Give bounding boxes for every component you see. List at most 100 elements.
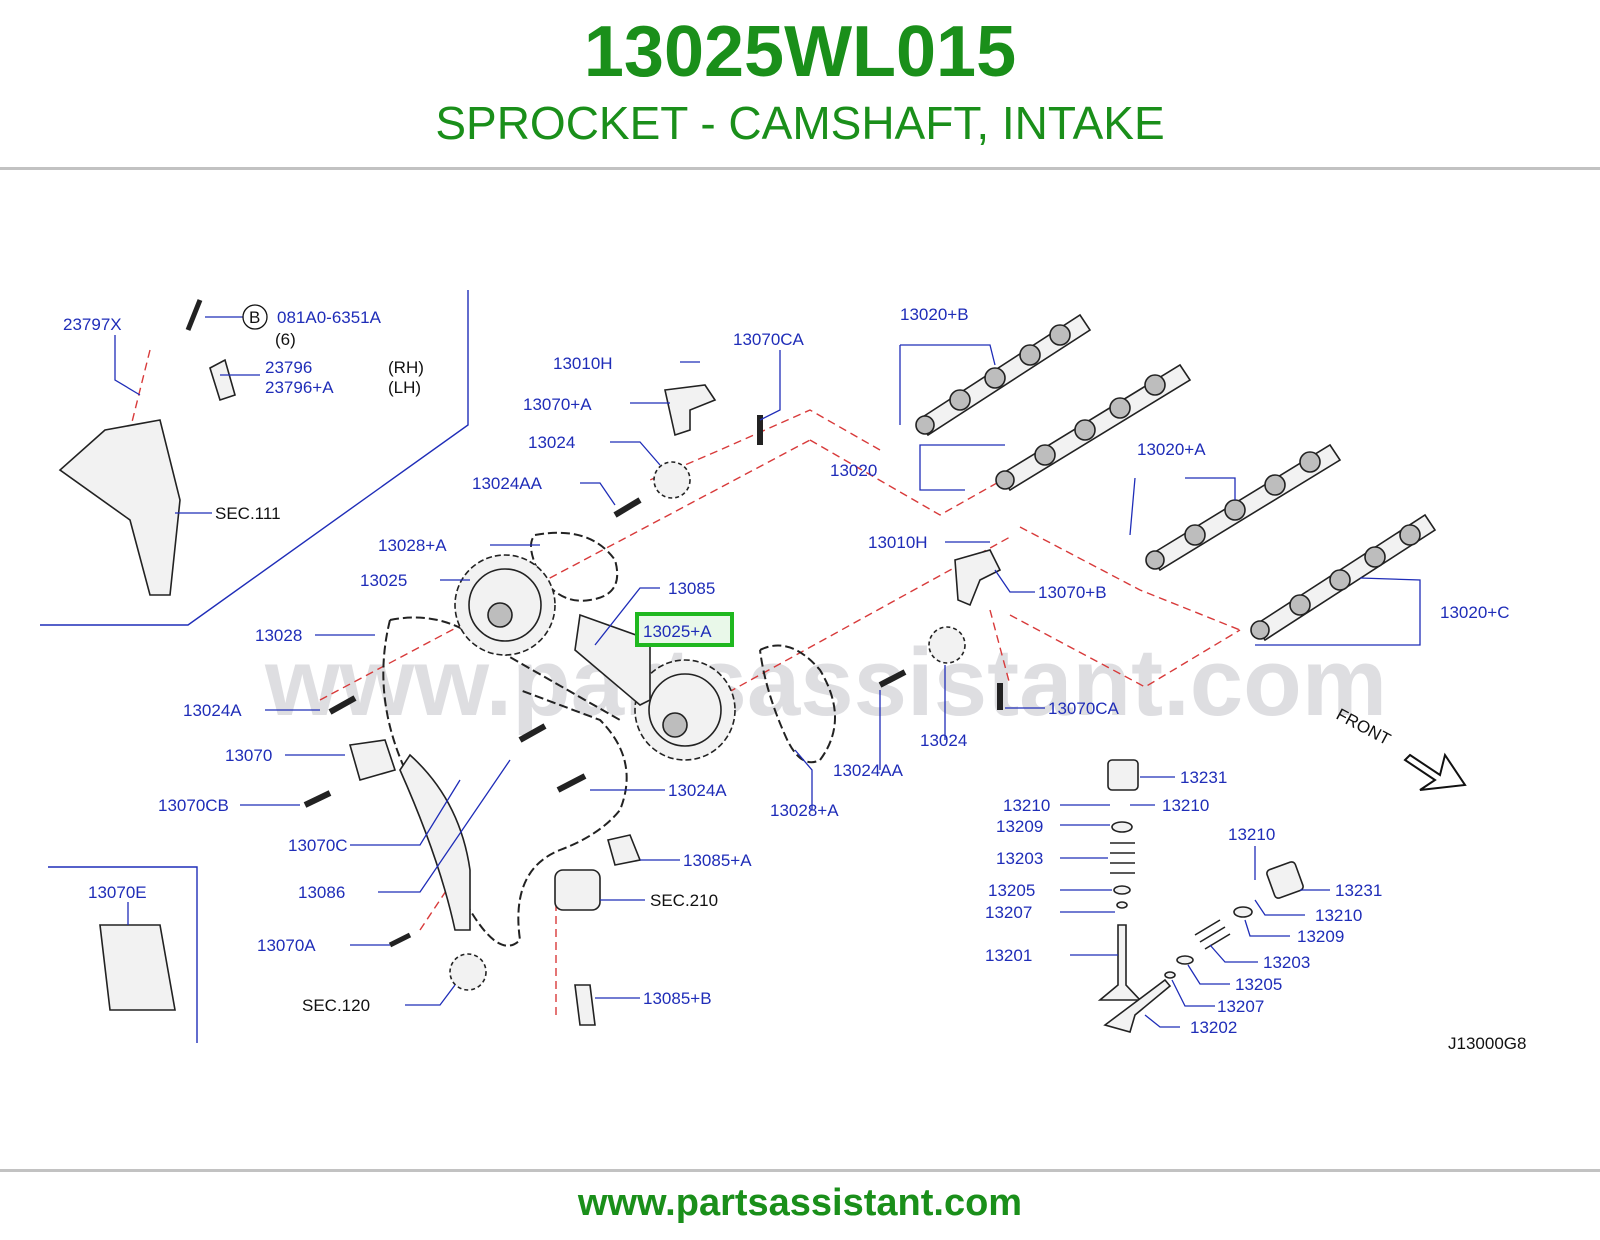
oil-valve-13070b xyxy=(954,549,1002,607)
label-13070: 13070 xyxy=(225,746,272,765)
label-13025: 13025 xyxy=(360,571,407,590)
label-13231-right: 13231 xyxy=(1335,881,1382,900)
seal-13207-left xyxy=(1116,901,1128,909)
bolt-13024aa-lower xyxy=(878,669,907,688)
label-13085: 13085 xyxy=(668,579,715,598)
bolt-13070a xyxy=(388,932,412,948)
highlighted-part-label[interactable]: 13025+A xyxy=(643,622,712,641)
diagram-code: J13000G8 xyxy=(1448,1034,1526,1053)
label-13010h-lower: 13010H xyxy=(868,533,928,552)
footer-url[interactable]: www.partsassistant.com xyxy=(577,1182,1023,1224)
label-13202: 13202 xyxy=(1190,1018,1237,1037)
camshafts xyxy=(915,313,1437,642)
label-13070c: 13070C xyxy=(288,836,348,855)
label-13070ca-lower: 13070CA xyxy=(1048,699,1120,718)
valve-13202 xyxy=(1103,978,1172,1033)
label-13028a-lower: 13028+A xyxy=(770,801,839,820)
label-rh: (RH) xyxy=(388,358,424,377)
label-13205-left: 13205 xyxy=(988,881,1035,900)
label-13203-right: 13203 xyxy=(1263,953,1310,972)
parts-diagram: www.partsassistant.com xyxy=(40,290,1526,1053)
camshaft-13020b xyxy=(915,313,1092,437)
label-13070b: 13070+B xyxy=(1038,583,1107,602)
label-13209-right: 13209 xyxy=(1297,927,1344,946)
label-13210-left-b: 13210 xyxy=(1162,796,1209,815)
inset-frame-bottom-left xyxy=(48,866,198,1043)
front-arrow-icon xyxy=(1403,752,1467,791)
timing-chain-13028a-lower xyxy=(759,644,836,764)
camshaft-13020c xyxy=(1250,513,1437,642)
part-labels: 23797X 081A0-6351A (6) 23796 23796+A (RH… xyxy=(63,305,1526,1053)
label-13024-lower: 13024 xyxy=(920,731,967,750)
lifter-13231-right xyxy=(1266,861,1304,899)
sprocket-13025a xyxy=(634,659,736,761)
retainer-13209-right xyxy=(1233,906,1253,918)
timing-cover-sec111 xyxy=(58,419,181,596)
highlighted-part-box[interactable] xyxy=(635,612,734,647)
lifter-13231-left xyxy=(1107,759,1139,791)
label-13210-right-b: 13210 xyxy=(1315,906,1362,925)
tensioner-sec210 xyxy=(554,869,601,911)
label-sec111: SEC.111 xyxy=(215,504,281,523)
camshaft-13020 xyxy=(995,363,1192,492)
retainer-13209-left xyxy=(1111,821,1133,833)
label-081a0-qty: (6) xyxy=(275,330,296,349)
bolt-13024a-mid xyxy=(518,723,547,743)
label-sec120: SEC.120 xyxy=(302,996,370,1015)
bolt-13024a-left xyxy=(328,695,357,715)
label-sec210: SEC.210 xyxy=(650,891,718,910)
sprocket-13024-lower xyxy=(928,626,966,664)
bolt-13024aa-upper xyxy=(613,497,642,518)
label-13085a: 13085+A xyxy=(683,851,752,870)
label-13024aa-upper: 13024AA xyxy=(472,474,543,493)
sprocket-13025 xyxy=(454,554,556,656)
sprockets xyxy=(449,461,966,991)
label-13201: 13201 xyxy=(985,946,1032,965)
label-13070e: 13070E xyxy=(88,883,147,902)
label-13070a: 13070A xyxy=(257,936,316,955)
callout-circle-b xyxy=(242,304,268,330)
part-number-title: 13025WL015 xyxy=(583,12,1017,92)
bracket-13085a xyxy=(607,834,642,866)
inset-frame-top-left xyxy=(40,290,469,626)
slack-guide-13086 xyxy=(399,753,471,931)
seat-13205-left xyxy=(1113,885,1131,895)
sensor-23796 xyxy=(209,358,236,402)
bracket-13085b xyxy=(574,984,596,1026)
label-13085b: 13085+B xyxy=(643,989,712,1008)
bolt-13024a-lower xyxy=(556,773,587,793)
gasket-13070e xyxy=(99,924,176,1011)
camshaft-13020a xyxy=(1145,443,1342,572)
label-13024a-lower: 13024A xyxy=(668,781,727,800)
timing-chain-13028a-upper xyxy=(530,531,619,602)
label-13070cb: 13070CB xyxy=(158,796,229,815)
label-13209-left: 13209 xyxy=(996,817,1043,836)
label-13207-left: 13207 xyxy=(985,903,1032,922)
callout-b-letter: B xyxy=(249,308,260,327)
label-13020: 13020 xyxy=(830,461,877,480)
guides-and-bolts xyxy=(58,299,1003,1026)
label-13010h-upper: 13010H xyxy=(553,354,613,373)
label-13020c: 13020+C xyxy=(1440,603,1509,622)
label-23796: 23796 xyxy=(265,358,312,377)
label-13028a-upper: 13028+A xyxy=(378,536,447,555)
label-13210-left-a: 13210 xyxy=(1003,796,1050,815)
label-081a0-6351a: 081A0-6351A xyxy=(277,308,382,327)
crank-sprocket xyxy=(449,953,487,991)
label-13203-left: 13203 xyxy=(996,849,1043,868)
label-13070a-plus: 13070+A xyxy=(523,395,592,414)
spring-13203-left xyxy=(1110,842,1135,874)
seat-13205-right xyxy=(1176,955,1194,965)
label-13020a: 13020+A xyxy=(1137,440,1206,459)
label-13028: 13028 xyxy=(255,626,302,645)
label-13086: 13086 xyxy=(298,883,345,902)
bolt-081a0 xyxy=(185,299,203,331)
label-23797x: 23797X xyxy=(63,315,122,334)
sprocket-13024-upper xyxy=(653,461,691,499)
label-13210-right-a: 13210 xyxy=(1228,825,1275,844)
label-lh: (LH) xyxy=(388,378,421,397)
label-23796a: 23796+A xyxy=(265,378,334,397)
label-13024-upper: 13024 xyxy=(528,433,575,452)
part-description: SPROCKET - CAMSHAFT, INTAKE xyxy=(435,97,1165,149)
spring-13203-right xyxy=(1194,919,1231,950)
